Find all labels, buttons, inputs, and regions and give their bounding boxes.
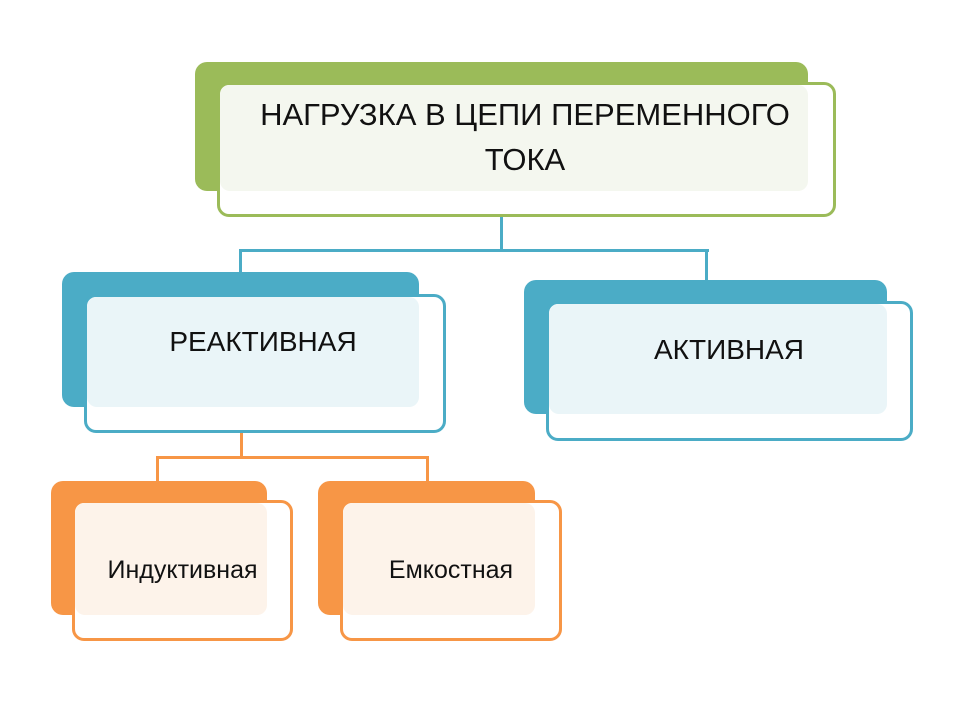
connector bbox=[426, 456, 429, 483]
connector bbox=[240, 420, 243, 458]
connector bbox=[500, 200, 503, 251]
reactive-label: РЕАКТИВНАЯ bbox=[169, 325, 357, 357]
inductive-label: Индуктивная bbox=[107, 555, 258, 584]
reactive-overlap-tint bbox=[87, 297, 419, 407]
connector bbox=[705, 249, 708, 282]
active-label: АКТИВНАЯ bbox=[653, 333, 804, 365]
active-overlap-tint bbox=[549, 304, 887, 414]
capacitive-overlap-tint bbox=[343, 503, 535, 615]
capacitive-label: Емкостная bbox=[388, 555, 514, 584]
connector bbox=[239, 249, 242, 274]
root-overlap-tint bbox=[220, 85, 808, 191]
root-label: НАГРУЗКА В ЦЕПИ ПЕРЕМЕННОГО ТОКА bbox=[260, 97, 790, 177]
inductive-overlap-tint bbox=[75, 503, 267, 615]
connector bbox=[239, 249, 709, 252]
connector bbox=[156, 456, 429, 459]
connector bbox=[156, 456, 159, 483]
